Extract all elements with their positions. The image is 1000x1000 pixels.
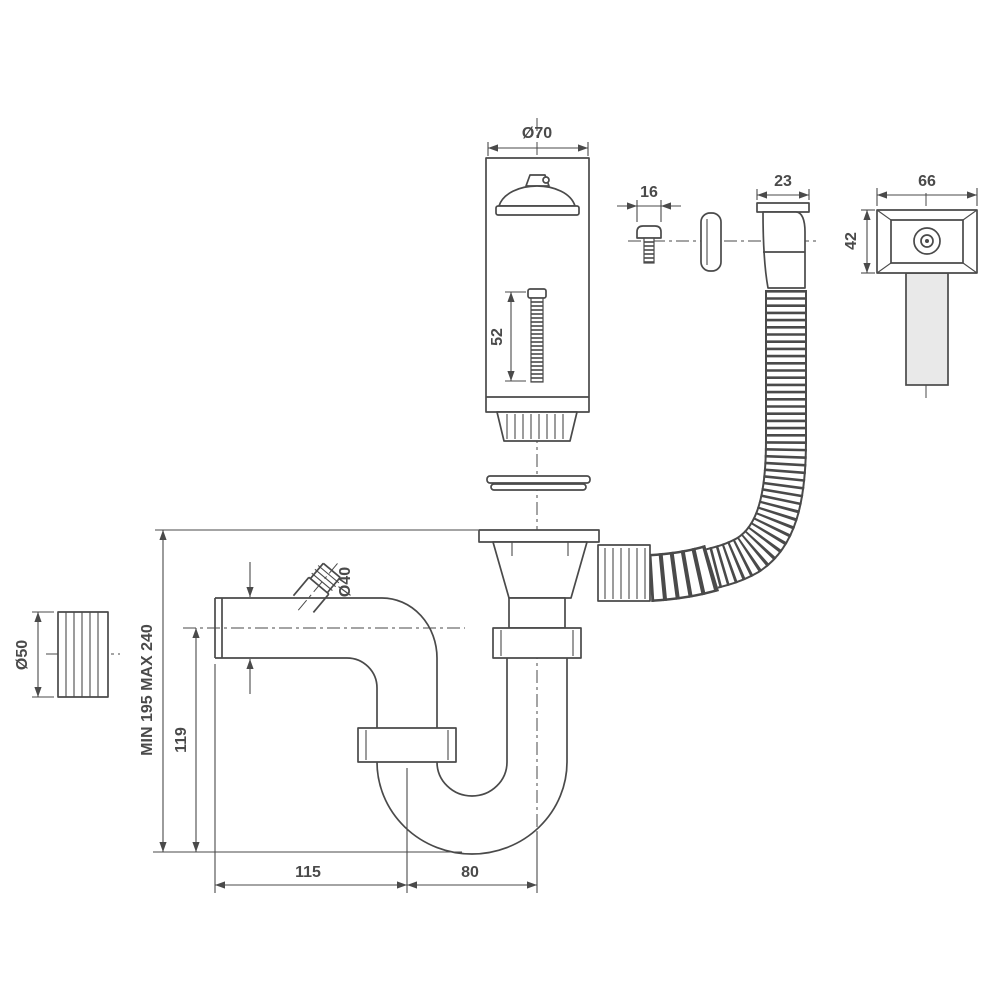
dim-screw-width: 16	[617, 184, 681, 222]
overflow-cover-boss	[913, 227, 941, 255]
trap-inlet	[478, 529, 651, 659]
p-trap-tube	[214, 560, 568, 855]
trap-body	[508, 597, 566, 629]
dim-label-installation-height: MIN 195 MAX 240	[139, 624, 156, 756]
dim-label-trap-depth: 119	[173, 727, 190, 753]
plug-knob-icon	[542, 176, 550, 184]
overflow-body-stem	[905, 272, 949, 386]
dim-label-screw-width: 16	[640, 184, 658, 201]
threaded-tailpiece	[496, 411, 578, 442]
dim-label-pipe-diameter: Ø40	[337, 567, 354, 597]
dim-overflow-height: 42	[843, 209, 875, 274]
dim-rod-length: 52	[489, 291, 526, 382]
trap-cup	[492, 541, 588, 599]
trap-union-nut-top	[492, 627, 582, 659]
dim-adapter-diameter: Ø50	[14, 611, 54, 698]
dim-trap-depth: 119	[173, 628, 200, 852]
u-bend-outer	[376, 761, 568, 855]
dim-label-horizontal-run: 115	[295, 864, 321, 881]
overflow-screw	[636, 225, 662, 264]
overflow-gasket	[700, 212, 722, 272]
dim-pipe-diameter: Ø40	[246, 562, 354, 694]
dim-label-adapter-diameter: Ø50	[14, 640, 31, 670]
dim-plug-diameter: Ø70	[487, 125, 589, 156]
dim-label-rod-length: 52	[489, 328, 506, 346]
dim-overflow-width: 66	[876, 173, 978, 206]
trap-flange	[478, 529, 600, 543]
dim-label-overflow-width: 66	[918, 173, 936, 190]
threaded-rod	[527, 288, 547, 383]
u-bend-inner	[436, 761, 508, 797]
dim-elbow-depth: 23	[756, 173, 810, 200]
sink-washer	[486, 475, 591, 491]
drain-plug	[495, 174, 580, 216]
dim-installation-height: MIN 195 MAX 240	[139, 529, 478, 853]
corrugated-adapter-50	[57, 611, 109, 698]
trap-union-nut-outlet	[357, 727, 457, 763]
dimensions: Ø70 52 16 23 66	[14, 125, 978, 893]
drain-assembly	[485, 157, 590, 442]
hose-connector	[597, 544, 651, 602]
dim-label-trap-offset: 80	[461, 864, 479, 881]
dim-label-plug-diameter: Ø70	[522, 125, 552, 142]
appliance-inlet-nozzle	[292, 560, 341, 613]
dim-label-overflow-height: 42	[843, 232, 860, 250]
overflow-cover	[876, 209, 978, 386]
dim-label-elbow-depth: 23	[774, 173, 792, 190]
dim-bottom: 115 80	[214, 664, 538, 893]
flexible-overflow-hose	[648, 290, 807, 602]
overflow-elbow	[756, 202, 810, 289]
